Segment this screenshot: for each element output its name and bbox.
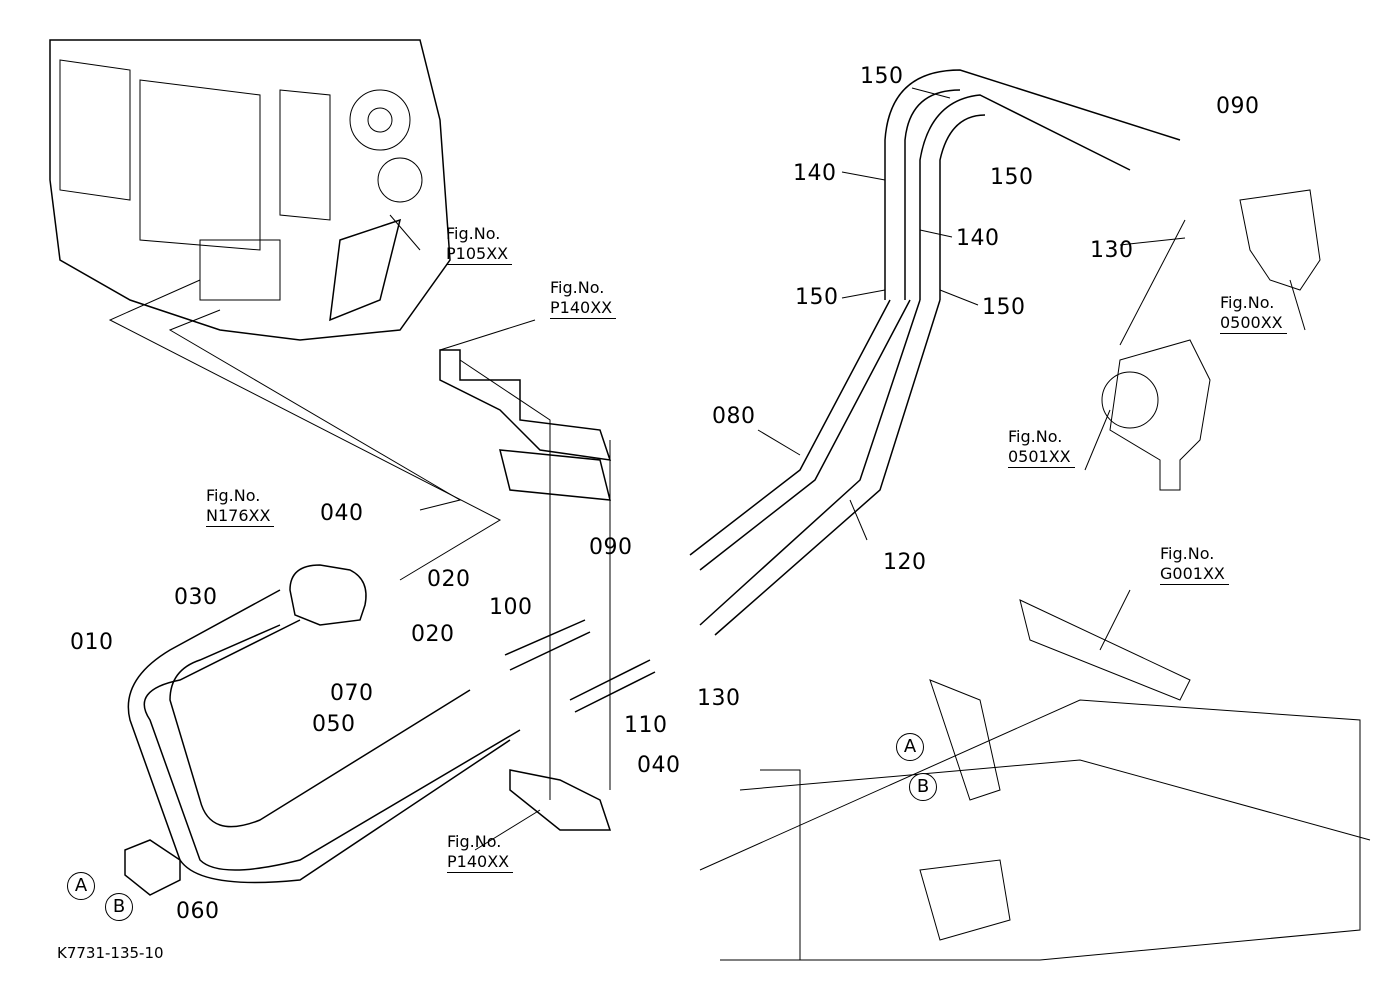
- marker-a: A: [67, 872, 95, 900]
- marker-a: A: [896, 733, 924, 761]
- heater-unit-drawing: [49, 39, 451, 341]
- part-label-040: 040: [637, 753, 681, 778]
- fig-ref-p140xx[interactable]: Fig.No.P140XX: [447, 832, 514, 873]
- part-label-080: 080: [712, 404, 756, 429]
- diagram-id: K7731-135-10: [57, 944, 164, 962]
- frame-drawing: [699, 599, 1371, 961]
- fig-ref-0500xx[interactable]: Fig.No.0500XX: [1220, 293, 1287, 334]
- part-label-010: 010: [70, 630, 114, 655]
- part-label-090: 090: [589, 535, 633, 560]
- fig-ref-0501xx[interactable]: Fig.No.0501XX: [1008, 427, 1075, 468]
- fig-ref-n176xx[interactable]: Fig.No.N176XX: [206, 486, 275, 527]
- part-label-090: 090: [1216, 94, 1260, 119]
- part-label-040: 040: [320, 501, 364, 526]
- part-label-050: 050: [312, 712, 356, 737]
- part-label-130: 130: [1090, 238, 1134, 263]
- part-label-030: 030: [174, 585, 218, 610]
- part-label-110: 110: [624, 713, 668, 738]
- water-pump-drawing: [1101, 339, 1211, 491]
- part-label-120: 120: [883, 550, 927, 575]
- part-label-150: 150: [990, 165, 1034, 190]
- part-label-020: 020: [411, 622, 455, 647]
- part-label-060: 060: [176, 899, 220, 924]
- marker-b: B: [909, 773, 937, 801]
- part-label-100: 100: [489, 595, 533, 620]
- marker-b: B: [105, 893, 133, 921]
- fig-ref-g001xx[interactable]: Fig.No.G001XX: [1160, 544, 1229, 585]
- part-label-130: 130: [697, 686, 741, 711]
- part-label-020: 020: [427, 567, 471, 592]
- fig-ref-p105xx[interactable]: Fig.No.P105XX: [446, 224, 513, 265]
- part-label-150: 150: [860, 64, 904, 89]
- part-label-140: 140: [956, 226, 1000, 251]
- fig-ref-p140xx[interactable]: Fig.No.P140XX: [550, 278, 617, 319]
- part-label-140: 140: [793, 161, 837, 186]
- part-label-150: 150: [795, 285, 839, 310]
- part-label-070: 070: [330, 681, 374, 706]
- part-label-150: 150: [982, 295, 1026, 320]
